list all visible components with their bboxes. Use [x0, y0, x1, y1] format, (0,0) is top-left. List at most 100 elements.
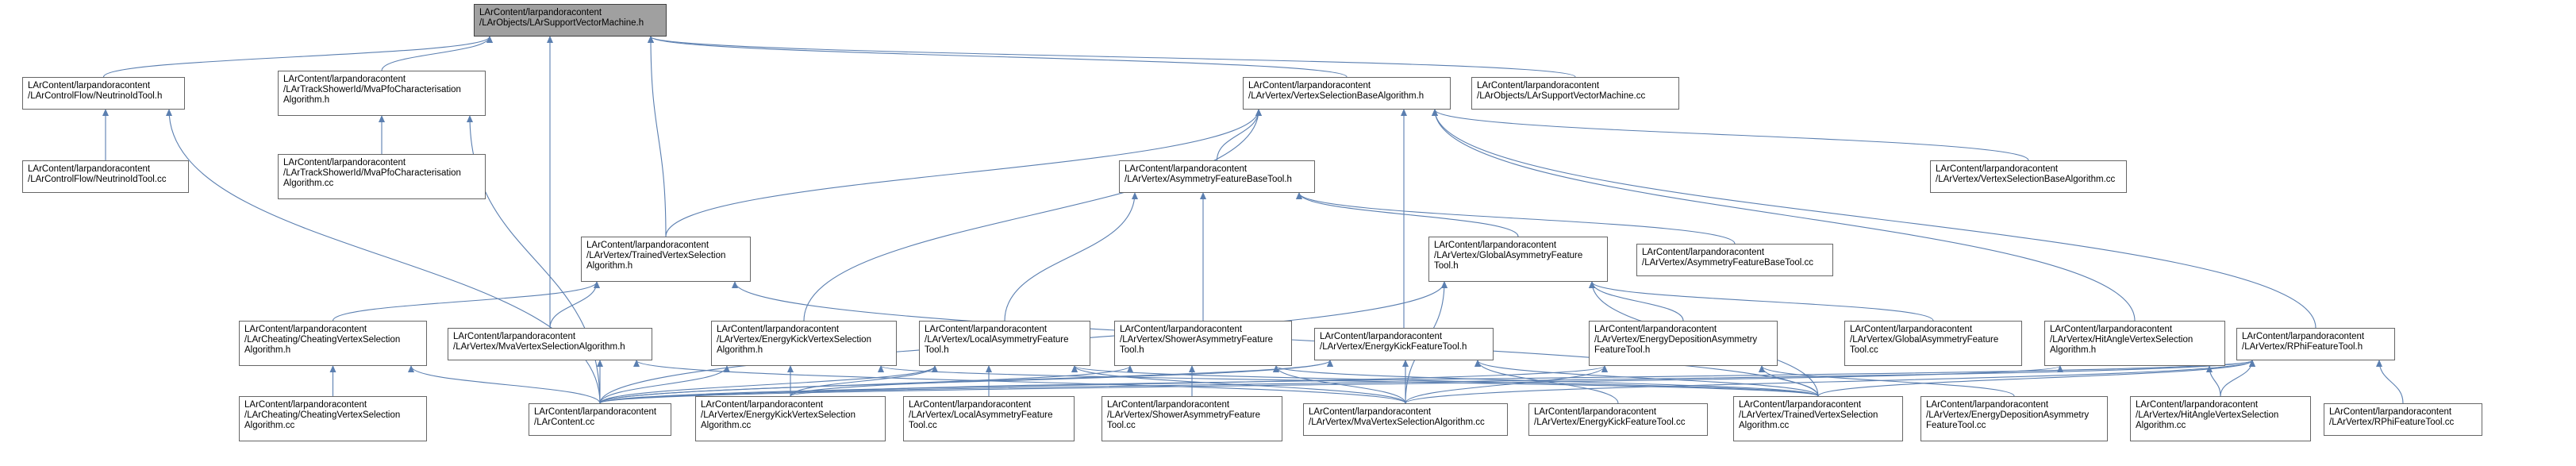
node-label-line: LArContent/larpandoracontent	[1739, 400, 1862, 410]
node-label-line: LArContent/larpandoracontent	[1477, 81, 1600, 91]
dependency-edge	[1432, 109, 2029, 161]
graph-node[interactable]: LArContent/larpandoracontent/LArVertex/M…	[448, 328, 652, 360]
node-label-line: LArContent/larpandoracontent	[1936, 164, 2059, 174]
graph-node[interactable]: LArContent/larpandoracontent/LArTrackSho…	[278, 154, 486, 199]
graph-node[interactable]: LArContent/larpandoracontent/LArVertex/E…	[695, 396, 886, 441]
node-label-line: /LArVertex/GlobalAsymmetryFeature	[1434, 251, 1583, 260]
graph-node[interactable]: LArContent/larpandoracontent/LArVertex/E…	[1920, 396, 2108, 441]
node-label-line: /LArVertex/HitAngleVertexSelection	[2136, 410, 2279, 420]
dependency-edge	[332, 281, 600, 322]
node-label-line: /LArVertex/MvaVertexSelectionAlgorithm.c…	[1309, 418, 1485, 427]
graph-node[interactable]: LArContent/larpandoracontent/LArVertex/T…	[581, 237, 751, 282]
node-label-line: /LArVertex/EnergyKickVertexSelection	[701, 410, 855, 420]
graph-node[interactable]: LArContent/larpandoracontent/LArVertex/E…	[711, 321, 897, 366]
node-label-line: LArContent/larpandoracontent	[244, 325, 367, 334]
graph-node[interactable]: LArContent/larpandoracontent/LArControlF…	[22, 77, 185, 110]
graph-node[interactable]: LArContent/larpandoracontent/LArVertex/L…	[919, 321, 1090, 366]
node-label-line: /LArVertex/VertexSelectionBaseAlgorithm.…	[1248, 91, 1424, 101]
graph-node[interactable]: LArContent/larpandoracontent/LArVertex/H…	[2130, 396, 2311, 441]
dependency-edge	[599, 360, 2255, 404]
node-label-line: /LArVertex/RPhiFeatureTool.h	[2242, 342, 2363, 352]
dependency-edge	[1589, 281, 1934, 322]
graph-node[interactable]: LArContent/larpandoracontent/LArVertex/R…	[2236, 328, 2395, 360]
node-label-line: LArContent/larpandoracontent	[28, 164, 151, 174]
graph-node[interactable]: LArContent/larpandoracontent/LArVertex/H…	[2044, 321, 2225, 366]
node-label-line: Tool.cc	[909, 421, 937, 430]
graph-node[interactable]: LArContent/larpandoracontent/LArObjects/…	[1471, 77, 1679, 110]
node-label-line: LArContent/larpandoracontent	[1320, 332, 1443, 341]
node-label-line: Algorithm.cc	[2136, 421, 2186, 430]
graph-node[interactable]: LArContent/larpandoracontent/LArControlF…	[22, 160, 189, 193]
dependency-edge	[599, 365, 730, 404]
graph-node[interactable]: LArContent/larpandoracontent/LArVertex/S…	[1102, 396, 1282, 441]
graph-node[interactable]: LArContent/larpandoracontent/LArVertex/V…	[1930, 160, 2127, 193]
dependency-edge	[648, 36, 1348, 78]
node-label-line: LArContent/larpandoracontent	[1594, 325, 1717, 334]
graph-node[interactable]: LArContent/larpandoracontent/LArVertex/A…	[1119, 160, 1315, 193]
node-label-line: LArContent/larpandoracontent	[1850, 325, 1973, 334]
node-label-line: /LArCheating/CheatingVertexSelection	[244, 335, 401, 345]
graph-node[interactable]: LArContent/larpandoracontent/LArVertex/E…	[1589, 321, 1778, 366]
node-label-line: /LArObjects/LArSupportVectorMachine.cc	[1477, 91, 1646, 101]
dependency-edge	[381, 36, 493, 71]
dependency-edge	[1589, 281, 1684, 322]
dependency-edge	[790, 360, 1333, 397]
node-label-line: /LArVertex/RPhiFeatureTool.cc	[2329, 418, 2455, 427]
node-label-line: Tool.h	[1434, 261, 1459, 271]
graph-node[interactable]: LArContent/larpandoracontent/LArVertex/E…	[1528, 403, 1708, 436]
node-label-line: /LArObjects/LArSupportVectorMachine.h	[479, 18, 644, 28]
node-label-line: LArContent/larpandoracontent	[283, 158, 406, 168]
node-label-line: LArContent/larpandoracontent	[1434, 241, 1557, 250]
node-label-line: Algorithm.h	[717, 345, 763, 355]
node-label-line: /LArControlFlow/NeutrinoIdTool.cc	[28, 175, 167, 184]
node-label-line: /LArVertex/EnergyDepositionAsymmetry	[1926, 410, 2090, 420]
graph-node[interactable]: LArContent/larpandoracontent/LArVertex/G…	[1428, 237, 1608, 282]
dependency-edge	[1759, 365, 1819, 397]
graph-node[interactable]: LArContent/larpandoracontent/LArVertex/T…	[1733, 396, 1903, 441]
graph-node[interactable]: LArContent/larpandoracontent/LArVertex/G…	[1844, 321, 2022, 366]
node-label-line: Algorithm.h	[2050, 345, 2097, 355]
node-label-line: Tool.h	[1120, 345, 1144, 355]
node-label-line: /LArVertex/LocalAsymmetryFeature	[925, 335, 1069, 345]
graph-root-node: LArContent/larpandoracontent/LArObjects/…	[474, 4, 667, 37]
graph-node[interactable]: LArContent/larpandoracontent/LArContent.…	[529, 403, 671, 436]
graph-node[interactable]: LArContent/larpandoracontent/LArVertex/A…	[1636, 244, 1833, 276]
graph-node[interactable]: LArContent/larpandoracontent/LArCheating…	[239, 396, 427, 441]
node-label-line: /LArVertex/GlobalAsymmetryFeature	[1850, 335, 1999, 345]
dependency-edge	[790, 360, 2255, 397]
dependency-edge	[599, 365, 938, 404]
node-label-line: /LArVertex/TrainedVertexSelection	[586, 251, 726, 260]
dependency-edge	[1474, 360, 1819, 397]
dependency-edge	[1071, 365, 1819, 397]
graph-node[interactable]: LArContent/larpandoracontent/LArTrackSho…	[278, 71, 486, 116]
node-label-line: Algorithm.cc	[701, 421, 752, 430]
graph-node[interactable]: LArContent/larpandoracontent/LArCheating…	[239, 321, 427, 366]
node-label-line: LArContent/larpandoracontent	[586, 241, 709, 250]
node-label-line: LArContent/larpandoracontent	[1534, 407, 1657, 417]
node-label-line: /LArVertex/VertexSelectionBaseAlgorithm.…	[1936, 175, 2116, 184]
graph-node[interactable]: LArContent/larpandoracontent/LArVertex/R…	[2324, 403, 2482, 436]
graph-node[interactable]: LArContent/larpandoracontent/LArVertex/V…	[1243, 77, 1451, 110]
dependency-edge	[1817, 360, 2255, 397]
node-label-line: Algorithm.h	[586, 261, 633, 271]
graph-node[interactable]: LArContent/larpandoracontent/LArVertex/S…	[1114, 321, 1292, 366]
node-label-line: /LArCheating/CheatingVertexSelection	[244, 410, 401, 420]
node-label-line: Tool.h	[925, 345, 949, 355]
node-label-line: LArContent/larpandoracontent	[1248, 81, 1371, 91]
graph-node[interactable]: LArContent/larpandoracontent/LArVertex/E…	[1314, 328, 1494, 360]
dependency-edge	[803, 109, 1262, 322]
node-label-line: Algorithm.h	[283, 95, 330, 105]
graph-node[interactable]: LArContent/larpandoracontent/LArVertex/M…	[1303, 403, 1508, 436]
node-label-line: LArContent/larpandoracontent	[534, 407, 657, 417]
dependency-edge	[1273, 365, 1819, 397]
dependency-edge	[1432, 109, 2316, 329]
node-label-line: LArContent/larpandoracontent	[1309, 407, 1432, 417]
dependency-edge	[1296, 192, 1736, 245]
node-label-line: LArContent/larpandoracontent	[1125, 164, 1248, 174]
node-label-line: /LArVertex/EnergyKickFeatureTool.h	[1320, 342, 1467, 352]
node-label-line: LArContent/larpandoracontent	[1107, 400, 1230, 410]
node-label-line: LArContent/larpandoracontent	[1642, 248, 1765, 257]
node-label-line: /LArVertex/MvaVertexSelectionAlgorithm.h	[453, 342, 625, 352]
graph-node[interactable]: LArContent/larpandoracontent/LArVertex/L…	[903, 396, 1075, 441]
